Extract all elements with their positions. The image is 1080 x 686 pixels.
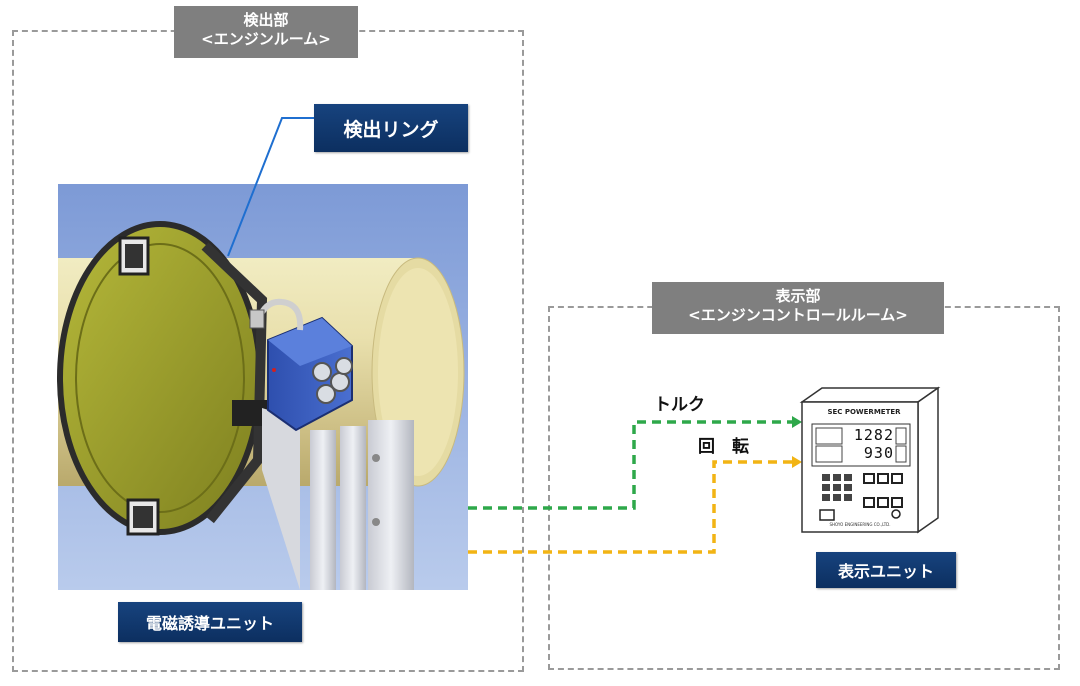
ring-leader-line (227, 117, 314, 257)
meter-maker: SHOYO ENGINEERING CO.,LTD. (829, 522, 891, 527)
power-meter-device (799, 386, 941, 534)
meter-keypad (819, 473, 903, 521)
rotation-arrowhead (792, 456, 802, 468)
display-section-title: 表示部 <エンジンコントロールルーム> (652, 282, 944, 334)
meter-brand: SEC POWERMETER (827, 408, 901, 416)
detection-ring (57, 221, 272, 536)
torque-label: トルク (654, 395, 705, 415)
detection-ring-label: 検出リング (314, 104, 468, 152)
induction-unit (249, 298, 353, 432)
display-title-line2: <エンジンコントロールルーム> (688, 306, 908, 324)
meter-value-bottom: 930 (863, 444, 894, 462)
induction-unit-label: 電磁誘導ユニット (118, 602, 302, 642)
torque-arrowhead (792, 416, 802, 428)
detector-section-title: 検出部 <エンジンルーム> (174, 6, 358, 58)
rotation-signal-line (468, 460, 792, 554)
detector-title-line2: <エンジンルーム> (201, 30, 331, 48)
meter-value-top: 1282 (853, 426, 894, 444)
display-unit-label: 表示ユニット (816, 552, 956, 588)
rotation-label: 回 転 (698, 437, 749, 457)
torque-signal-line (468, 420, 792, 510)
display-title-line1: 表示部 (775, 287, 821, 305)
support-stand (262, 408, 414, 590)
detector-title-line1: 検出部 (243, 11, 289, 29)
